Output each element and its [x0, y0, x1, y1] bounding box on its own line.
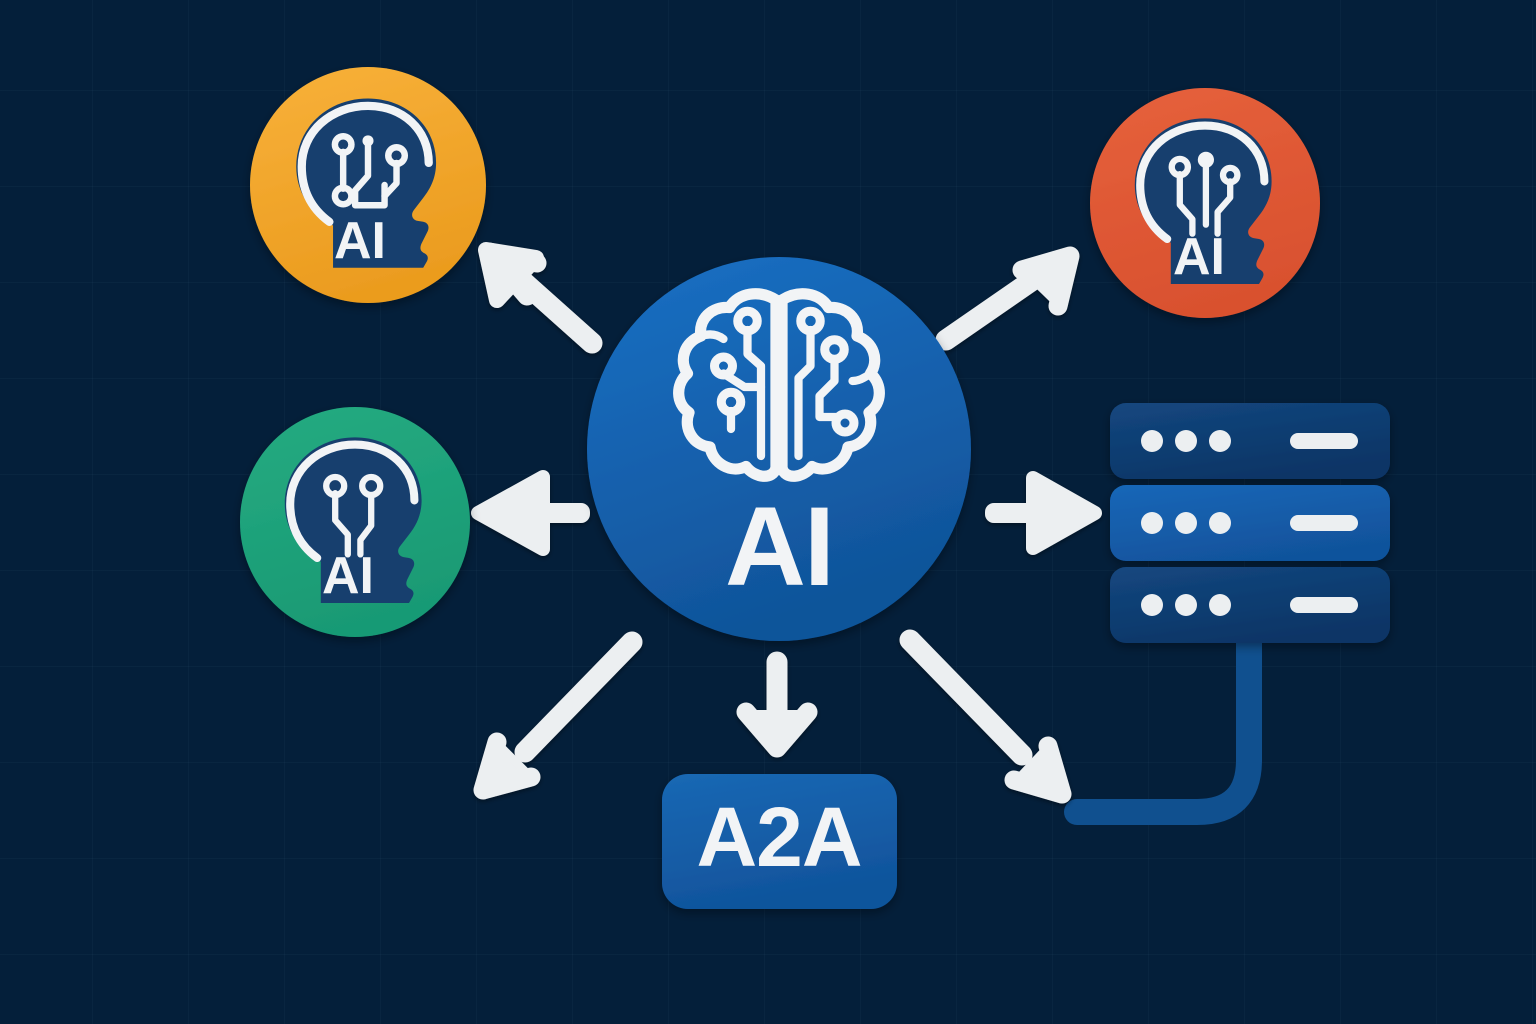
- server-status-dots: [1141, 430, 1231, 452]
- agent-node-amber[interactable]: AI: [250, 67, 486, 303]
- arrow-hub-to-bottom-left: [473, 631, 643, 800]
- server-rack-middle[interactable]: [1110, 485, 1390, 561]
- agent-label-amber: AI: [334, 212, 386, 270]
- server-rack-top[interactable]: [1110, 403, 1390, 479]
- a2a-protocol-box[interactable]: A2A: [662, 774, 897, 909]
- server-stack[interactable]: [1110, 403, 1390, 643]
- server-status-dots: [1141, 512, 1231, 534]
- arrow-hub-to-a2a: [736, 651, 818, 758]
- arrow-hub-to-red-agent: [935, 246, 1080, 351]
- server-bar: [1290, 597, 1358, 613]
- arrow-hub-to-cable: [899, 629, 1072, 804]
- server-bar: [1290, 515, 1358, 531]
- agent-node-green[interactable]: AI: [240, 407, 470, 637]
- a2a-label: A2A: [696, 790, 861, 884]
- central-ai-hub[interactable]: AI: [587, 257, 971, 641]
- arrow-hub-to-server-stack: [985, 471, 1102, 555]
- arrow-hub-to-green-agent: [471, 470, 590, 556]
- server-status-dots: [1141, 594, 1231, 616]
- agent-node-red[interactable]: AI: [1090, 88, 1320, 318]
- hub-label: AI: [725, 484, 833, 609]
- agent-label-green: AI: [322, 547, 374, 605]
- arrow-hub-to-amber-agent: [478, 242, 603, 354]
- server-cable-connector: [1064, 627, 1262, 825]
- brain-circuit-icon: [673, 288, 885, 482]
- agent-label-red: AI: [1173, 228, 1225, 286]
- server-rack-bottom[interactable]: [1110, 567, 1390, 643]
- server-bar: [1290, 433, 1358, 449]
